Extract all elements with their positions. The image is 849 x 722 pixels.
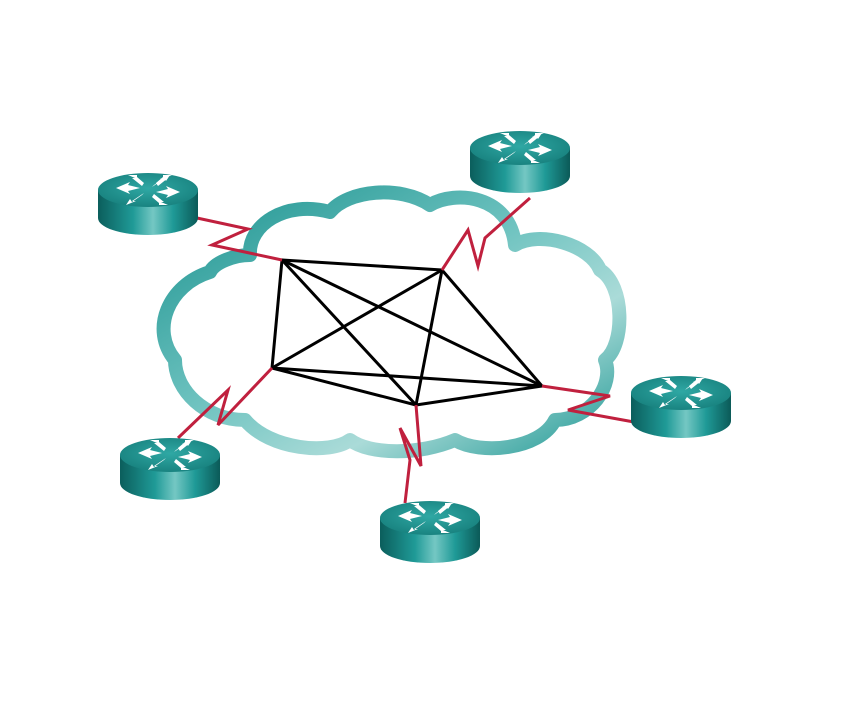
serial-link-icon xyxy=(541,384,635,424)
mesh-link xyxy=(414,268,444,407)
router-bottom[interactable] xyxy=(380,501,480,563)
router-icon xyxy=(631,376,731,438)
wan-cloud xyxy=(156,185,627,459)
mesh-link xyxy=(280,258,418,407)
mesh-link xyxy=(270,258,284,370)
mesh-link xyxy=(270,366,418,407)
serial-links xyxy=(176,196,635,504)
router-top-right[interactable] xyxy=(470,131,570,193)
serial-link-icon xyxy=(196,216,283,262)
mesh-link xyxy=(280,258,544,388)
serial-link-icon xyxy=(398,404,423,504)
mesh-link xyxy=(280,258,444,272)
serial-link-icon xyxy=(440,196,531,272)
mesh-link xyxy=(270,366,544,388)
router-icon xyxy=(120,438,220,500)
mesh-link xyxy=(414,384,544,407)
router-top-left[interactable] xyxy=(98,173,198,235)
router-icon xyxy=(98,173,198,235)
router-icon xyxy=(380,501,480,563)
router-bottom-left[interactable] xyxy=(120,438,220,500)
mesh-links xyxy=(270,258,544,407)
serial-link-icon xyxy=(176,366,274,440)
mesh-link xyxy=(440,268,544,388)
router-right[interactable] xyxy=(631,376,731,438)
router-icon xyxy=(470,131,570,193)
mesh-link xyxy=(270,268,444,370)
